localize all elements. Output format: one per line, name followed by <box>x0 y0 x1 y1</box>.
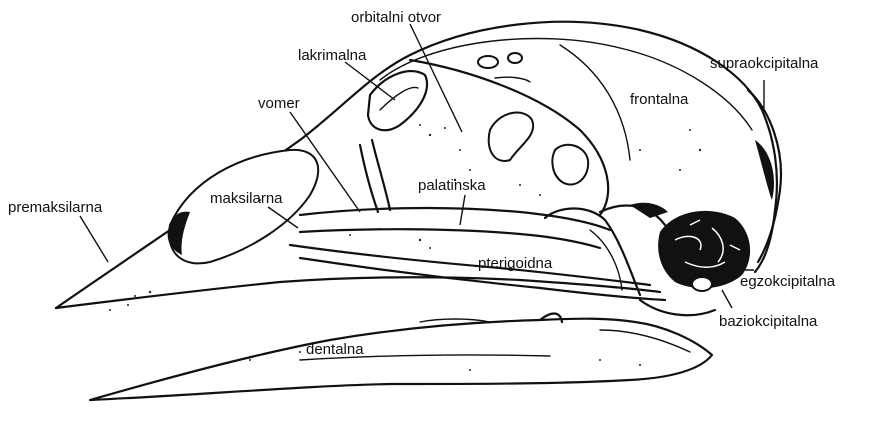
label-lakrimalna: lakrimalna <box>298 47 367 64</box>
label-baziokcipitalna: baziokcipitalna <box>719 313 818 330</box>
label-palatinska: palatinska <box>418 177 486 194</box>
label-maksilarna: maksilarna <box>210 190 283 207</box>
leader-orbitalni-otvor <box>410 24 462 132</box>
orbit-structures <box>360 45 630 215</box>
leader-palatinska <box>460 195 465 225</box>
label-premaksilarna: premaksilarna <box>8 199 103 216</box>
lower-jaw <box>90 314 712 401</box>
leader-lines <box>80 24 764 308</box>
label-vomer: vomer <box>258 95 300 112</box>
leader-premaksilarna <box>80 216 108 262</box>
label-dentalna: dentalna <box>306 341 364 358</box>
leader-baziokcipitalna <box>722 290 732 308</box>
label-frontalna: frontalna <box>630 91 689 108</box>
label-pterigoidna: pterigoidna <box>478 255 553 272</box>
label-egzokcipitalna: egzokcipitalna <box>740 273 836 290</box>
label-supraokcipitalna: supraokcipitalna <box>710 55 819 72</box>
label-orbitalni-otvor: orbitalni otvor <box>351 9 441 26</box>
